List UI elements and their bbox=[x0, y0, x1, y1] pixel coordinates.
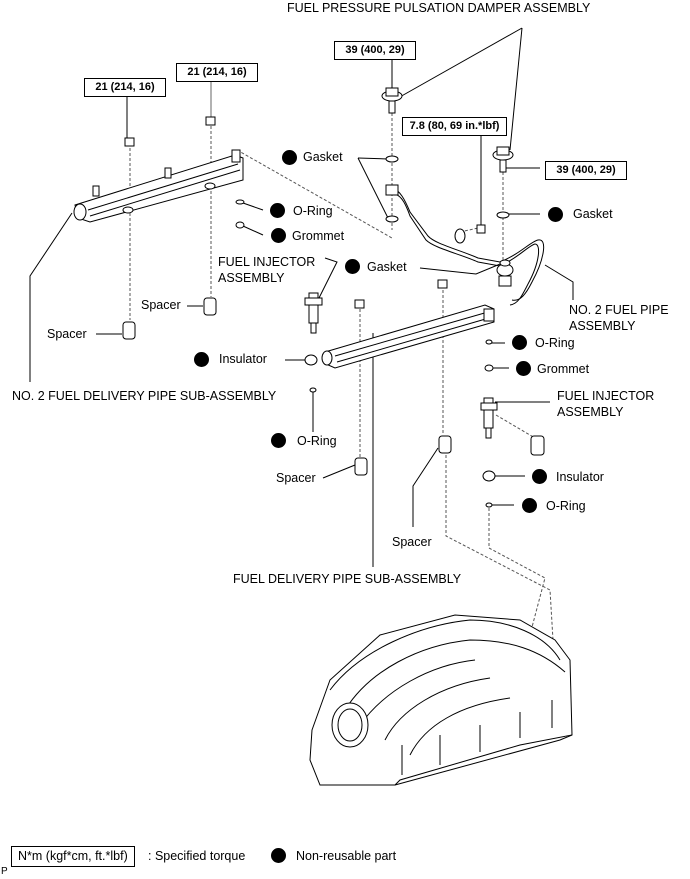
insulator-drawing-1 bbox=[304, 354, 318, 366]
label-no2-fuel-pipe-2: ASSEMBLY bbox=[569, 319, 636, 333]
torque-pipe-bolt: 7.8 (80, 69 in.*lbf) bbox=[402, 117, 507, 136]
nonreusable-marker-oring-3 bbox=[512, 335, 527, 350]
pipe-bolt-drawing bbox=[476, 224, 486, 234]
label-injector-right-2: ASSEMBLY bbox=[557, 405, 624, 419]
label-insulator-1: Insulator bbox=[219, 352, 267, 366]
nonreusable-marker-grommet-1 bbox=[271, 228, 286, 243]
legend-nonreusable-marker bbox=[271, 848, 286, 863]
nut-left bbox=[124, 137, 135, 147]
torque-damper-right: 39 (400, 29) bbox=[545, 161, 627, 180]
leader-spacer-4 bbox=[412, 447, 439, 527]
nut-a bbox=[354, 299, 365, 309]
nonreusable-marker-grommet-2 bbox=[516, 361, 531, 376]
nut-mid bbox=[205, 116, 216, 126]
corner-mark: P bbox=[1, 866, 8, 877]
label-damper-assembly: FUEL PRESSURE PULSATION DAMPER ASSEMBLY bbox=[287, 1, 591, 15]
nonreusable-marker-insulator-1 bbox=[194, 352, 209, 367]
gasket-drawing-3 bbox=[499, 259, 511, 267]
label-oring-3: O-Ring bbox=[535, 336, 575, 350]
label-spacer-1: Spacer bbox=[47, 327, 87, 341]
oring-drawing-4 bbox=[485, 502, 493, 508]
no2-delivery-pipe-drawing bbox=[73, 149, 244, 223]
spacer-drawing-4 bbox=[438, 435, 452, 454]
grommet-drawing-1 bbox=[235, 221, 245, 229]
no2-fuel-pipe-drawing bbox=[385, 184, 545, 306]
axis-spacer-manifold bbox=[445, 455, 554, 641]
label-oring-1: O-Ring bbox=[293, 204, 333, 218]
label-gasket-1: Gasket bbox=[303, 150, 343, 164]
damper-top-drawing bbox=[381, 87, 403, 114]
leader-gasket-3 bbox=[419, 261, 506, 275]
intake-manifold-drawing bbox=[309, 614, 573, 786]
leader-no2-pipe bbox=[544, 264, 574, 300]
damper-right-drawing bbox=[492, 146, 514, 173]
gasket-drawing-1 bbox=[385, 155, 399, 163]
nut-b bbox=[437, 279, 448, 289]
nonreusable-marker-gasket-3 bbox=[345, 259, 360, 274]
leader-damper-2 bbox=[509, 27, 523, 151]
leader-oring-1 bbox=[242, 202, 264, 211]
grommet-drawing-2 bbox=[484, 364, 494, 372]
oring-drawing-2 bbox=[309, 387, 317, 393]
nonreusable-marker-insulator-2 bbox=[532, 469, 547, 484]
oring-drawing-3 bbox=[485, 339, 493, 345]
leader-spacer-3 bbox=[322, 464, 356, 479]
torque-nut-mid: 21 (214, 16) bbox=[176, 63, 258, 82]
spacer-drawing-5 bbox=[530, 435, 545, 456]
label-insulator-2: Insulator bbox=[556, 470, 604, 484]
label-no2-delivery-pipe: NO. 2 FUEL DELIVERY PIPE SUB-ASSEMBLY bbox=[12, 389, 277, 403]
injector-right-drawing bbox=[480, 397, 498, 439]
leader-grommet-1 bbox=[242, 225, 264, 236]
label-gasket-2: Gasket bbox=[573, 207, 613, 221]
legend-torque-box: N*m (kgf*cm, ft.*lbf) bbox=[11, 846, 135, 867]
label-spacer-2: Spacer bbox=[141, 298, 181, 312]
legend-torque-desc: : Specified torque bbox=[148, 849, 246, 863]
nonreusable-marker-oring-2 bbox=[271, 433, 286, 448]
axis-bolt bbox=[459, 227, 479, 233]
injector-left-drawing bbox=[304, 292, 323, 334]
spacer-drawing-3 bbox=[354, 457, 368, 476]
delivery-pipe-drawing bbox=[321, 304, 495, 369]
label-delivery-pipe: FUEL DELIVERY PIPE SUB-ASSEMBLY bbox=[233, 572, 462, 586]
label-no2-fuel-pipe-1: NO. 2 FUEL PIPE bbox=[569, 303, 669, 317]
leader-no2-delivery bbox=[29, 212, 73, 382]
spacer-drawing-2 bbox=[203, 297, 217, 316]
oring-drawing-1 bbox=[235, 199, 245, 205]
legend-nonreusable-desc: Non-reusable part bbox=[296, 849, 397, 863]
label-oring-4: O-Ring bbox=[546, 499, 586, 513]
spacer-drawing-1 bbox=[122, 321, 136, 340]
insulator-drawing-2 bbox=[482, 470, 496, 482]
label-grommet-1: Grommet bbox=[292, 229, 345, 243]
label-injector-right-1: FUEL INJECTOR bbox=[557, 389, 655, 403]
leader-injector-left bbox=[317, 257, 338, 301]
axis-injector-insulator bbox=[495, 414, 536, 439]
leader-damper-1 bbox=[397, 27, 523, 99]
leader-gasket-1b bbox=[357, 157, 389, 219]
label-spacer-3: Spacer bbox=[276, 471, 316, 485]
label-spacer-4: Spacer bbox=[392, 535, 432, 549]
nonreusable-marker-oring-4 bbox=[522, 498, 537, 513]
gasket-drawing-2 bbox=[496, 211, 510, 219]
gasket-drawing-1b bbox=[385, 215, 399, 223]
leader-gasket-1 bbox=[357, 157, 389, 160]
label-grommet-2: Grommet bbox=[537, 362, 590, 376]
label-gasket-3: Gasket bbox=[367, 260, 407, 274]
nonreusable-marker-gasket-1 bbox=[282, 150, 297, 165]
nonreusable-marker-oring-1 bbox=[270, 203, 285, 218]
torque-nut-left: 21 (214, 16) bbox=[84, 78, 166, 97]
label-injector-left-1: FUEL INJECTOR bbox=[218, 255, 316, 269]
label-injector-left-2: ASSEMBLY bbox=[218, 271, 285, 285]
torque-damper-top: 39 (400, 29) bbox=[334, 41, 416, 60]
label-oring-2: O-Ring bbox=[297, 434, 337, 448]
nonreusable-marker-gasket-2 bbox=[548, 207, 563, 222]
